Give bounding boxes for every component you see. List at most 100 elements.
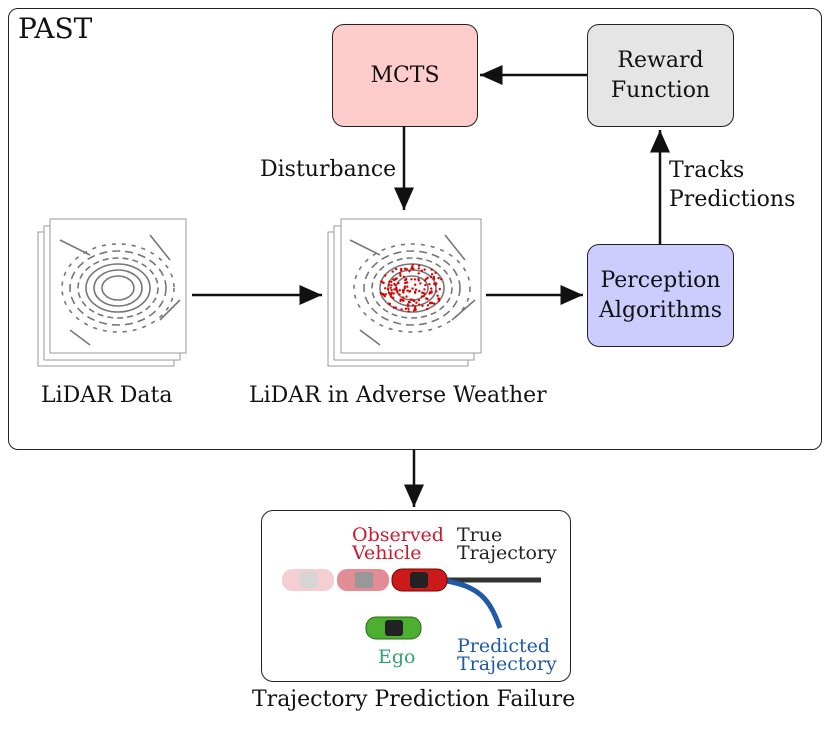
noise-point	[395, 277, 398, 280]
noise-point	[425, 277, 428, 281]
noise-point	[417, 264, 421, 267]
noise-point	[411, 263, 414, 267]
predicted-trajectory-label-line1: Predicted	[457, 635, 551, 657]
noise-point	[408, 270, 411, 273]
noise-point	[433, 282, 436, 285]
noise-point	[402, 291, 405, 294]
noise-point	[402, 289, 405, 292]
noise-point	[420, 269, 424, 272]
observed-vehicle-label-line2: Vehicle	[352, 542, 422, 564]
observed-vehicle-car	[391, 568, 448, 592]
noise-point	[400, 267, 403, 271]
noise-point	[398, 272, 402, 275]
noise-point	[384, 287, 387, 290]
noise-point	[418, 303, 421, 306]
noise-point	[407, 310, 410, 313]
noise-point	[417, 299, 421, 302]
noise-point	[410, 265, 414, 268]
noise-point	[390, 284, 393, 287]
noise-point	[406, 289, 409, 292]
noise-point	[426, 307, 429, 311]
noise-point	[412, 267, 415, 270]
noise-point	[424, 283, 427, 287]
noise-point	[392, 306, 396, 309]
noise-point	[392, 292, 395, 295]
noise-point	[432, 277, 436, 281]
noise-point	[423, 292, 426, 295]
noise-point	[437, 276, 440, 280]
lidar-data-image	[37, 218, 187, 367]
panel-title: PAST	[18, 12, 93, 45]
noise-point	[429, 301, 432, 305]
noise-point	[417, 277, 420, 281]
noise-point	[428, 291, 432, 294]
scenario-panel	[261, 510, 571, 682]
perception-label-line2: Algorithms	[599, 297, 722, 323]
noise-point	[405, 278, 408, 281]
noise-point	[391, 270, 394, 273]
noise-point	[436, 294, 439, 297]
observed-vehicle-history-1	[282, 569, 334, 591]
noise-point	[421, 304, 424, 307]
noise-point	[414, 288, 418, 291]
noise-point	[406, 304, 410, 308]
lidar-weather-image	[327, 218, 482, 367]
noise-point	[403, 285, 407, 288]
tracks-label-line1: Tracks	[669, 158, 745, 183]
predicted-trajectory-label-line2: Trajectory	[457, 653, 557, 675]
noise-point	[389, 286, 392, 289]
noise-point	[404, 281, 407, 285]
noise-point	[390, 291, 393, 294]
mcts-label: MCTS	[370, 62, 440, 88]
noise-point	[435, 282, 438, 285]
tracks-label-line2: Predictions	[669, 187, 796, 212]
noise-point	[423, 288, 426, 291]
perception-node: Perception Algorithms	[587, 244, 734, 347]
ego-vehicle-car	[365, 616, 422, 640]
noise-point	[397, 282, 400, 285]
noise-point	[387, 291, 391, 294]
noise-point	[420, 295, 424, 298]
lidar-data-caption: LiDAR Data	[41, 383, 173, 408]
noise-point	[413, 290, 417, 294]
noise-point	[417, 272, 420, 275]
noise-point	[425, 297, 428, 300]
noise-point	[422, 294, 425, 298]
noise-point	[437, 297, 440, 300]
noise-point	[384, 274, 387, 277]
noise-point	[401, 298, 404, 302]
noise-point	[390, 295, 393, 298]
noise-point	[430, 268, 433, 271]
noise-point	[412, 299, 416, 303]
noise-point	[406, 285, 409, 288]
noise-point	[429, 275, 433, 278]
noise-point	[405, 268, 408, 271]
disturbance-label: Disturbance	[260, 157, 397, 182]
noise-point	[402, 275, 406, 278]
noise-point	[387, 283, 391, 287]
reward-label-line1: Reward	[617, 47, 704, 73]
noise-point	[394, 306, 397, 309]
noise-point	[398, 293, 401, 296]
noise-point	[405, 281, 409, 284]
noise-point	[421, 291, 424, 294]
noise-point	[410, 278, 413, 281]
noise-point	[386, 287, 390, 291]
observed-vehicle-label-line1: Observed	[352, 524, 444, 546]
reward-label-line2: Function	[610, 77, 711, 103]
noise-point	[388, 302, 392, 306]
reward-function-node: Reward Function	[587, 24, 734, 127]
noise-point	[392, 278, 395, 281]
noise-point	[414, 305, 417, 309]
noise-point	[417, 267, 420, 270]
true-trajectory-label-line2: Trajectory	[457, 542, 557, 564]
noise-point	[426, 304, 430, 307]
noise-point	[399, 274, 402, 277]
noise-point	[405, 295, 408, 298]
noise-point	[403, 267, 407, 270]
noise-point	[423, 268, 426, 271]
noise-point	[428, 283, 431, 286]
noise-point	[399, 299, 402, 303]
